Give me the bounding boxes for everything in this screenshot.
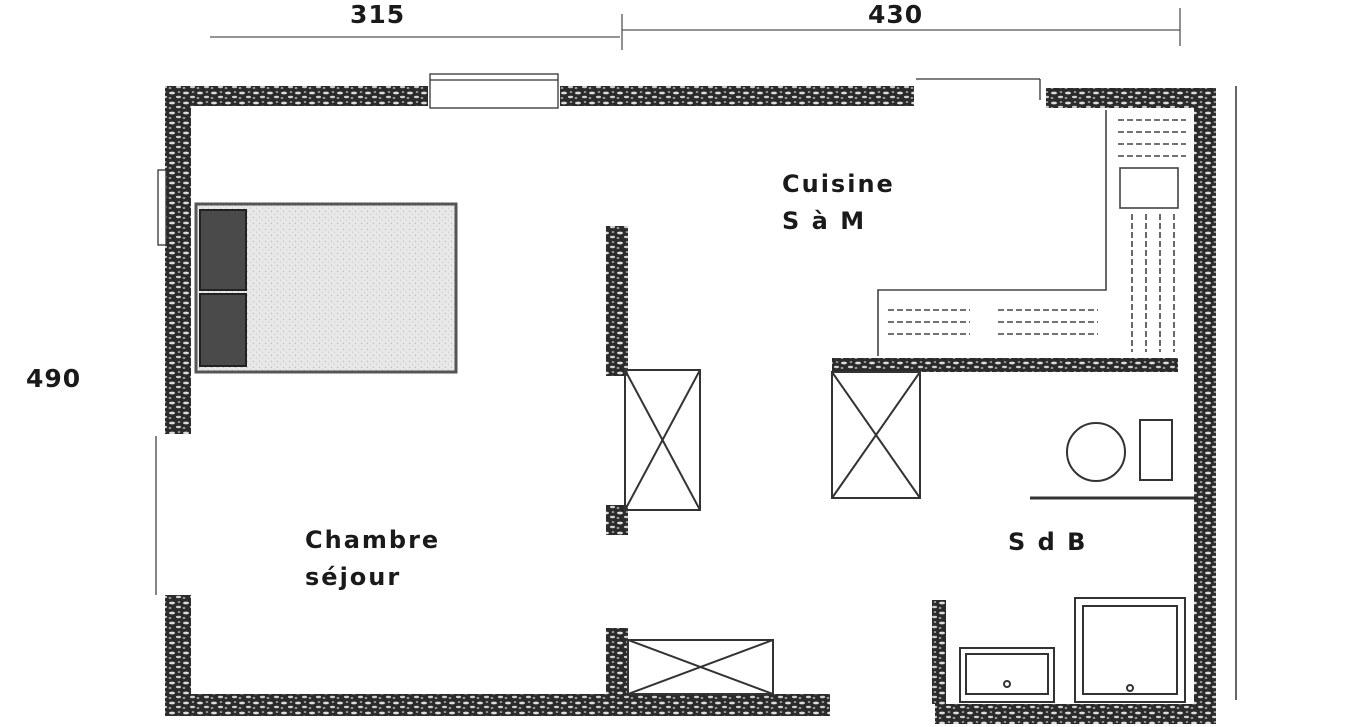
bed-icon xyxy=(194,202,458,374)
room-label-chambre: Chambre séjour xyxy=(305,522,440,596)
toilet-icon xyxy=(1030,419,1194,500)
cupboard-icon xyxy=(624,369,921,695)
room-label-cuisine: Cuisine S à M xyxy=(782,166,895,240)
shower-icon xyxy=(1074,597,1186,703)
kitchen-counter-icon xyxy=(877,110,1186,356)
sink-icon xyxy=(959,647,1055,703)
dimension-top-left: 315 xyxy=(350,0,406,29)
room-label-line: S à M xyxy=(782,207,867,235)
walls xyxy=(155,86,1237,724)
room-label-line: séjour xyxy=(305,563,402,591)
room-label-line: Chambre xyxy=(305,526,441,554)
dimension-lines xyxy=(210,8,1181,50)
room-label-sdb: S d B xyxy=(1008,528,1088,556)
dimension-top-right: 430 xyxy=(868,0,924,29)
window-icon xyxy=(157,73,1041,246)
room-label-line: Cuisine xyxy=(782,170,895,198)
dimension-left-height: 490 xyxy=(26,364,82,393)
